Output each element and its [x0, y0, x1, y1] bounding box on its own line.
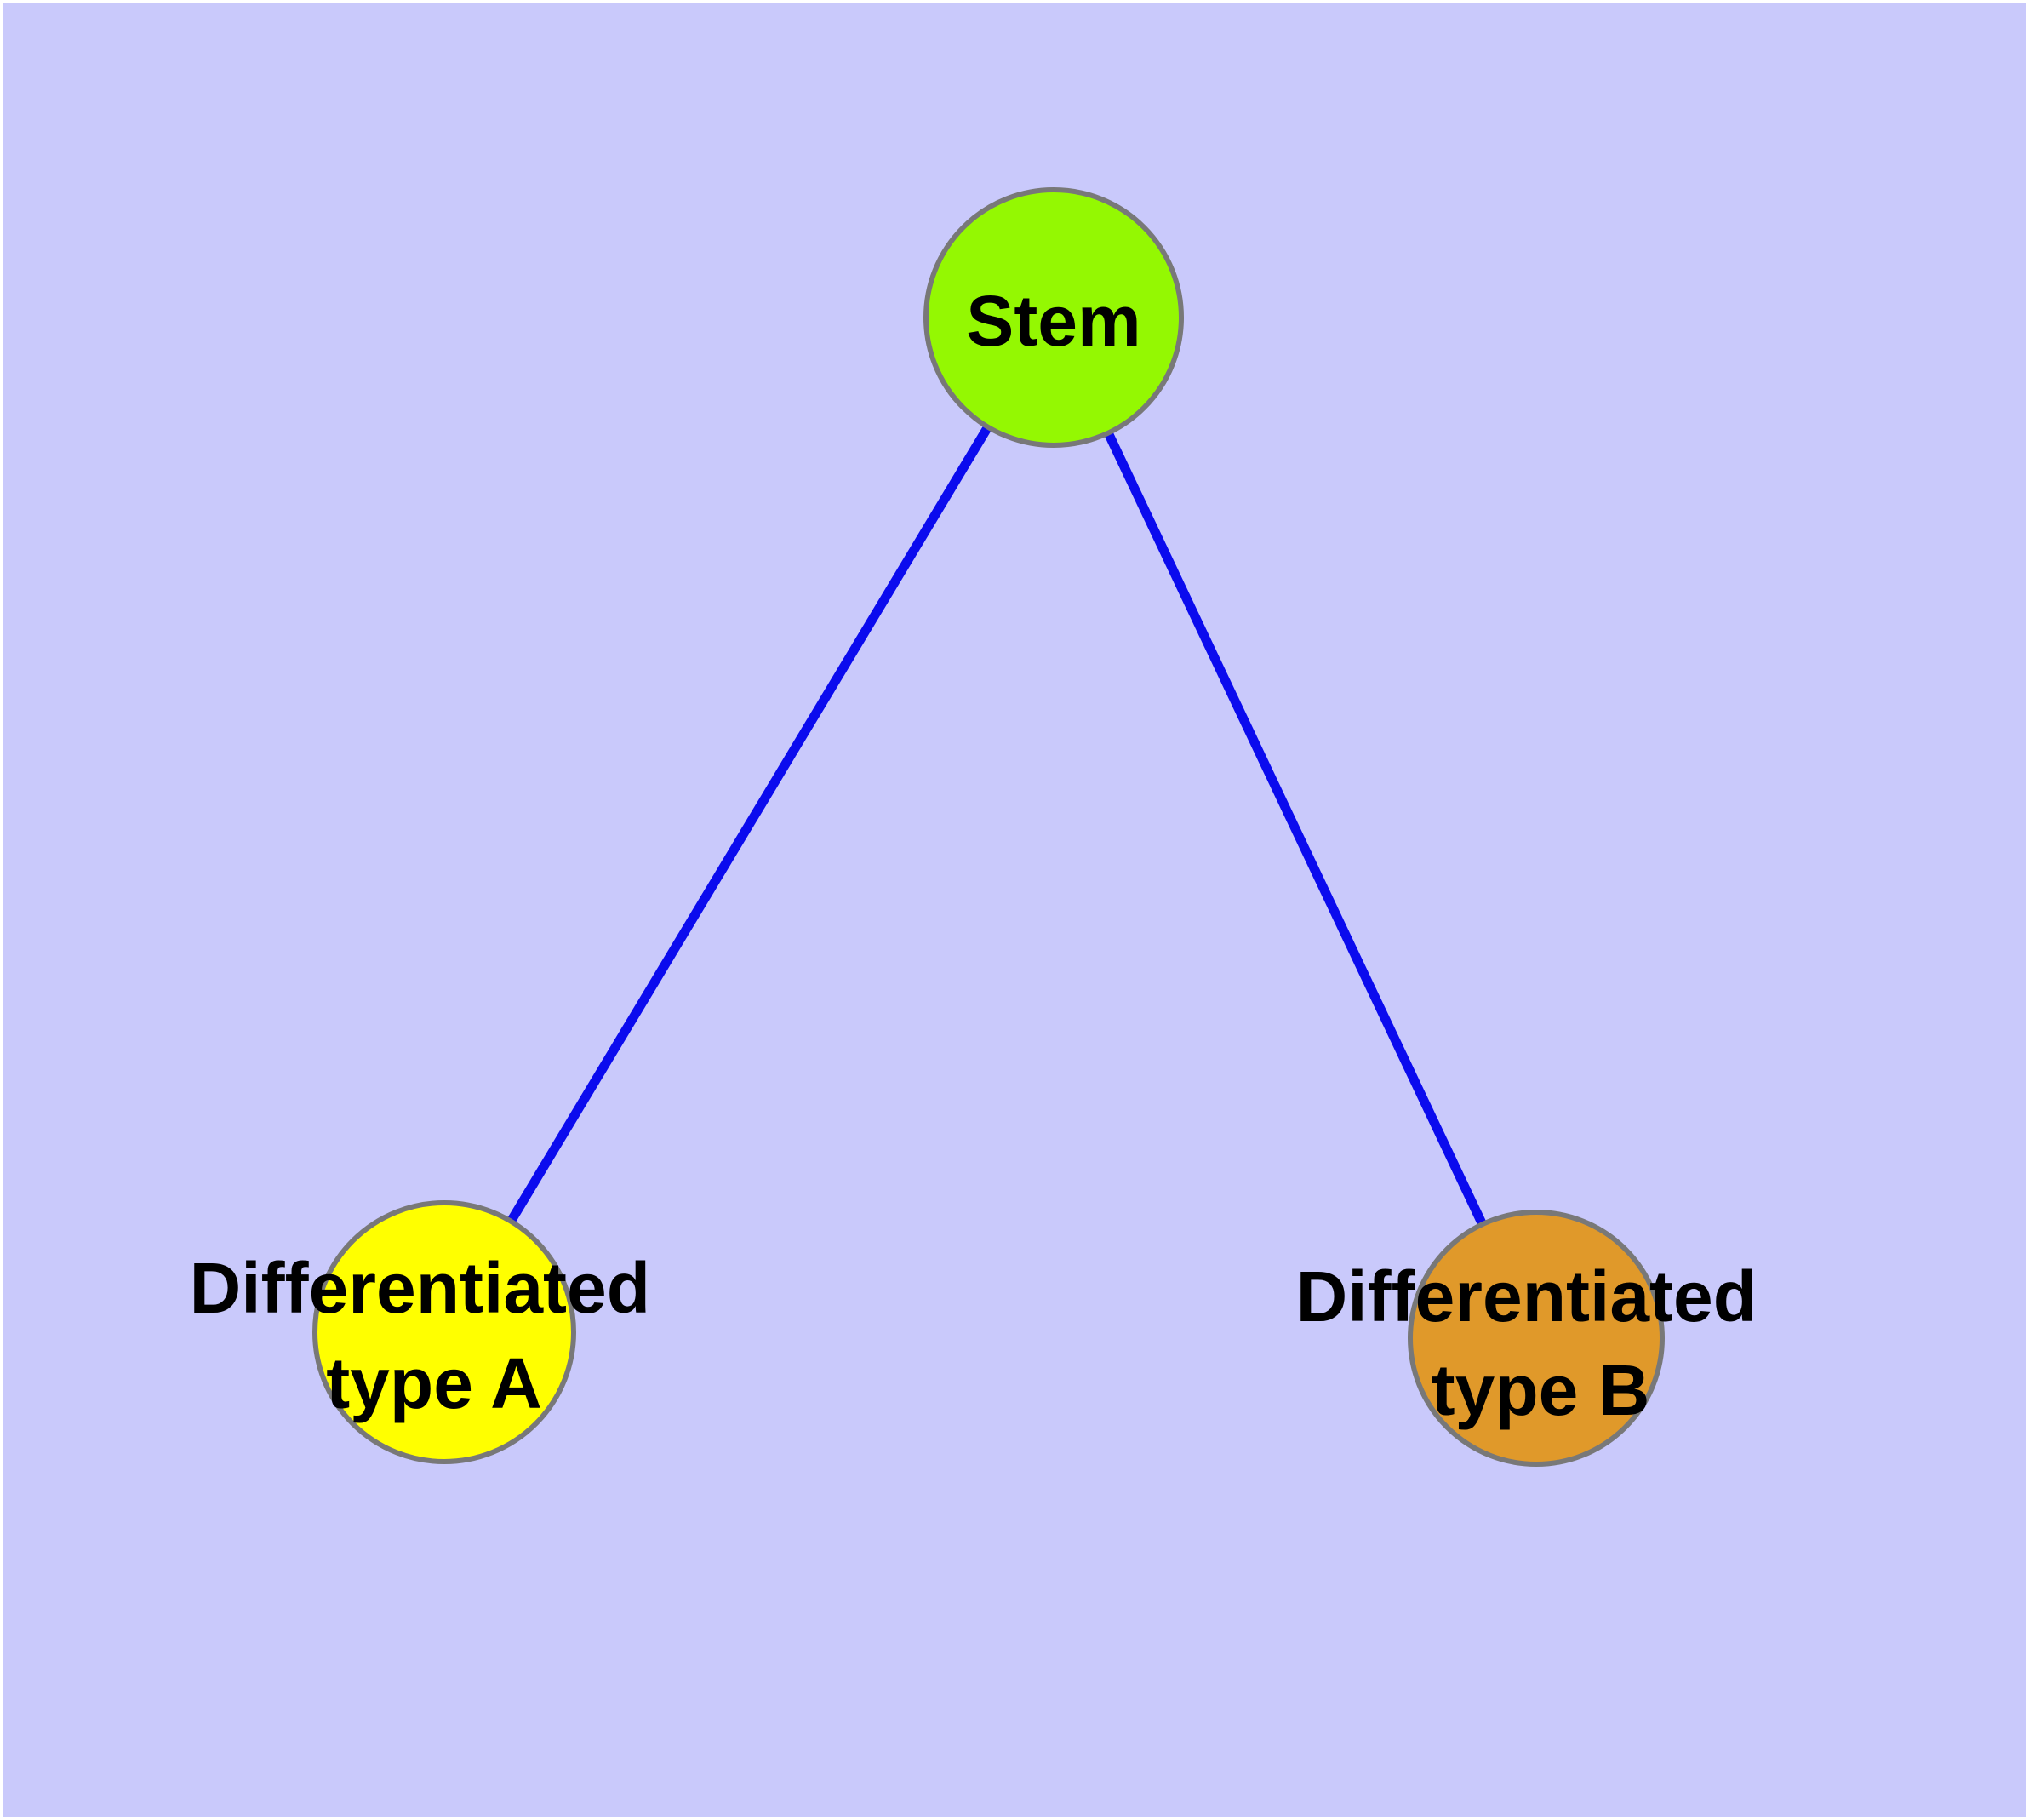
node-type-b-label-line2: type B	[1432, 1350, 1650, 1430]
node-type-b-circle	[1408, 1210, 1665, 1467]
edge-stem-to-type-b	[1049, 315, 1540, 1341]
node-type-a-label-line1: Differentiated	[190, 1248, 650, 1328]
node-type-b-label-line1: Differentiated	[1296, 1256, 1757, 1336]
node-type-a-label-line2: type A	[326, 1343, 542, 1423]
node-stem-circle	[923, 187, 1184, 448]
node-stem-label: Stem	[966, 281, 1140, 361]
edge-stem-to-type-a	[440, 315, 1058, 1335]
node-type-a-circle	[312, 1200, 576, 1464]
node-type-a-label: Differentiated type A	[190, 1223, 671, 1423]
node-type-b-label: Differentiated type B	[1296, 1232, 1777, 1430]
